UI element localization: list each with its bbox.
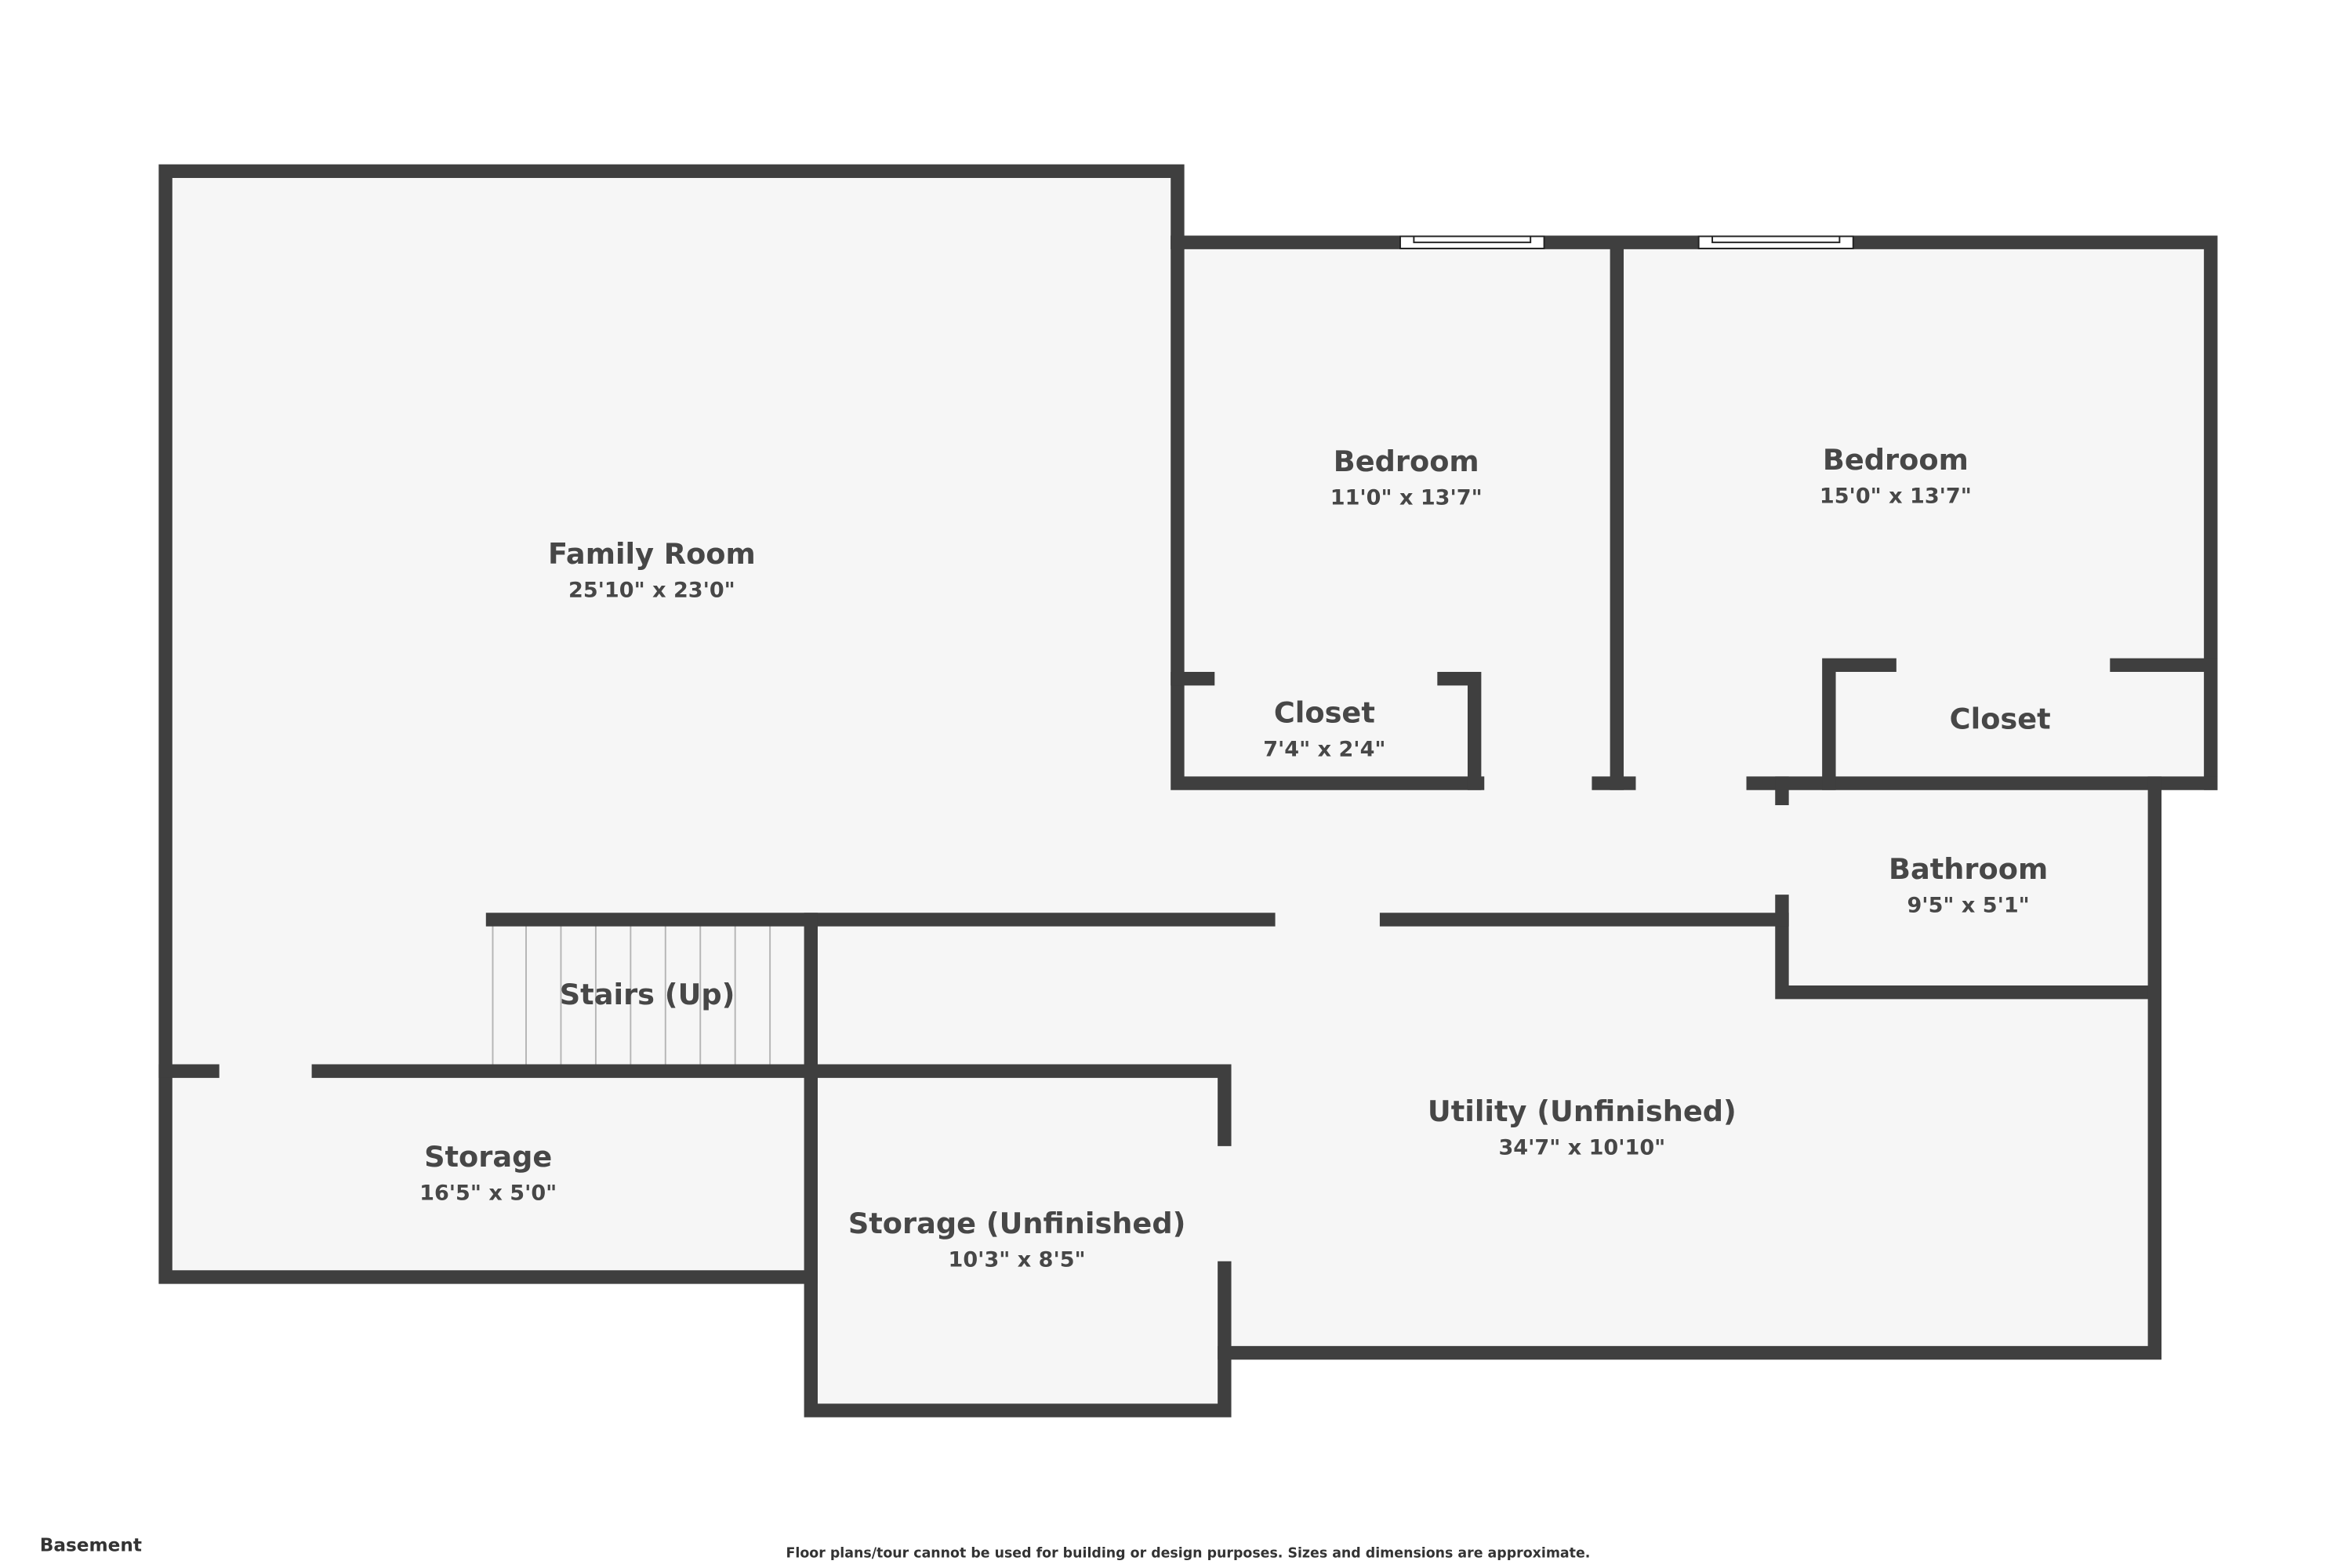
room-name-stairs: Stairs (Up) <box>560 978 735 1011</box>
room-name-bathroom: Bathroom <box>1889 852 2048 886</box>
room-name-bedroom-1: Bedroom <box>1334 445 1479 478</box>
room-name-bedroom-2: Bedroom <box>1823 443 1969 477</box>
room-dims-storage: 16'5" x 5'0" <box>419 1181 557 1205</box>
room-dims-utility: 34'7" x 10'10" <box>1498 1135 1665 1160</box>
room-dims-closet-1: 7'4" x 2'4" <box>1263 737 1385 761</box>
disclaimer: Floor plans/tour cannot be used for buil… <box>786 1545 1591 1561</box>
room-dims-bedroom-2: 15'0" x 13'7" <box>1820 485 1972 509</box>
room-dims-family-room: 25'10" x 23'0" <box>568 578 735 602</box>
room-dims-bedroom-1: 11'0" x 13'7" <box>1330 485 1483 510</box>
stairs <box>492 919 771 1072</box>
floor-label: Basement <box>40 1535 142 1556</box>
floor-area <box>165 171 2211 1411</box>
room-name-storage-unfinished: Storage (Unfinished) <box>848 1207 1186 1240</box>
room-name-family-room: Family Room <box>548 537 756 571</box>
room-dims-storage-unfinished: 10'3" x 8'5" <box>949 1247 1086 1272</box>
room-name-storage: Storage <box>424 1140 552 1174</box>
room-name-utility: Utility (Unfinished) <box>1428 1094 1737 1128</box>
windows <box>1399 235 1854 249</box>
room-dims-bathroom: 9'5" x 5'1" <box>1907 893 2029 917</box>
room-name-closet-2: Closet <box>1950 702 2051 735</box>
room-name-closet-1: Closet <box>1274 696 1375 730</box>
